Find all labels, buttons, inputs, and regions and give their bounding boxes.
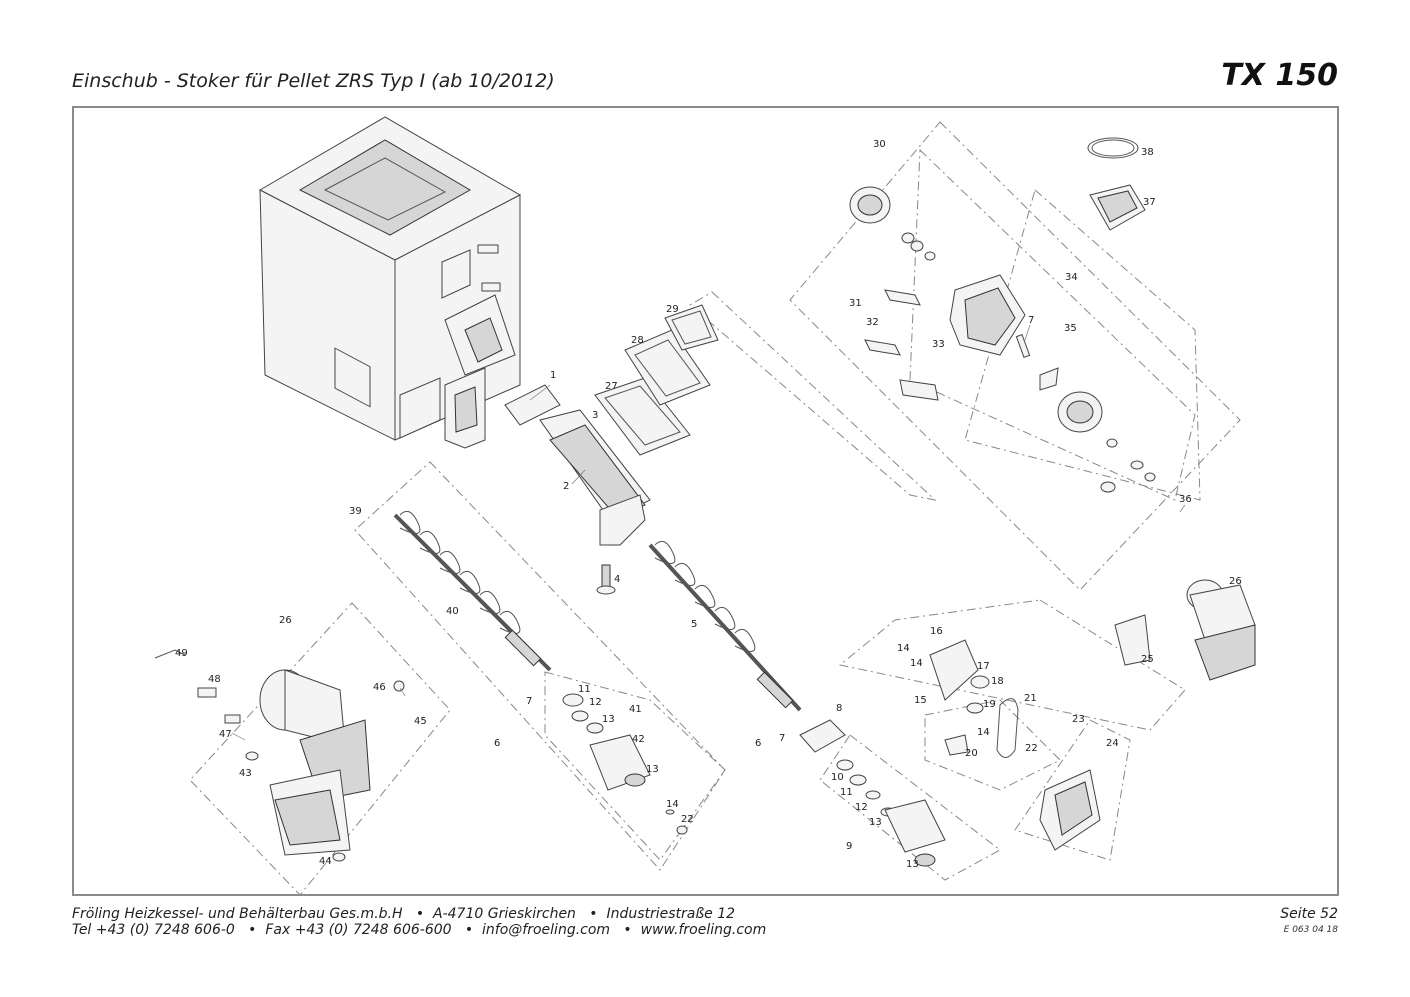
footer-contact: Tel +43 (0) 7248 606-0 • Fax +43 (0) 724… [72, 922, 767, 938]
callout-34: 34 [1065, 272, 1078, 283]
callout-22b: 22 [1025, 743, 1038, 754]
callout-21: 21 [1024, 693, 1037, 704]
leader-lines [231, 324, 1186, 741]
callout-49: 49 [175, 648, 188, 659]
callout-7b: 7 [779, 733, 785, 744]
callout-32: 32 [866, 317, 879, 328]
callout-20: 20 [965, 748, 978, 759]
callout-1: 1 [550, 370, 556, 381]
callout-6a: 6 [494, 738, 500, 749]
diagram-frame [72, 106, 1339, 896]
callout-labels: 1 2 3 4 5 6 6 7 7 7 8 9 10 11 11 12 12 1… [175, 139, 1242, 870]
callout-40: 40 [446, 606, 459, 617]
callout-41: 41 [629, 704, 642, 715]
model-name: TX 150 [1221, 58, 1338, 93]
callout-42: 42 [632, 734, 645, 745]
callout-4: 4 [614, 574, 620, 585]
chain-drive [929, 639, 1101, 851]
callout-14c: 14 [910, 658, 923, 669]
callout-29: 29 [666, 304, 679, 315]
callout-46: 46 [373, 682, 386, 693]
callout-26a: 26 [1229, 576, 1242, 587]
callout-43: 43 [239, 768, 252, 779]
right-auger [648, 540, 802, 712]
callout-30: 30 [873, 139, 886, 150]
bearing-parts [562, 693, 946, 867]
footer-company: Fröling Heizkessel- und Behälterbau Ges.… [72, 906, 736, 922]
callout-14d: 14 [977, 727, 990, 738]
callout-13c: 13 [869, 817, 882, 828]
document-code: E 063 04 18 [1283, 925, 1338, 935]
page-number: Seite 52 [1280, 906, 1338, 922]
callout-39: 39 [349, 506, 362, 517]
callout-6b: 6 [755, 738, 761, 749]
callout-13d: 13 [906, 859, 919, 870]
callout-35: 35 [1064, 323, 1077, 334]
callout-38: 38 [1141, 147, 1154, 158]
callout-14a: 14 [666, 799, 679, 810]
feed-channel-assembly [504, 304, 719, 595]
callout-13a: 13 [602, 714, 615, 725]
callout-13b: 13 [646, 764, 659, 775]
callout-18: 18 [991, 676, 1004, 687]
callout-26b: 26 [279, 615, 292, 626]
callout-11b: 11 [840, 787, 853, 798]
callout-7c: 7 [1028, 315, 1034, 326]
callout-25: 25 [1141, 654, 1154, 665]
callout-10: 10 [831, 772, 844, 783]
hopper-housing [258, 116, 522, 449]
callout-31: 31 [849, 298, 862, 309]
callout-11a: 11 [578, 684, 591, 695]
callout-16: 16 [930, 626, 943, 637]
callout-15: 15 [914, 695, 927, 706]
callout-12a: 12 [589, 697, 602, 708]
drive-motor-right [1114, 579, 1256, 681]
callout-44: 44 [319, 856, 332, 867]
rotary-valve-assembly [849, 137, 1156, 493]
callout-28: 28 [631, 335, 644, 346]
callout-2: 2 [563, 481, 569, 492]
callout-36: 36 [1179, 494, 1192, 505]
callout-23: 23 [1072, 714, 1085, 725]
callout-19: 19 [983, 699, 996, 710]
callout-22a: 22 [681, 814, 694, 825]
group-outlines [189, 121, 1241, 896]
callout-45: 45 [414, 716, 427, 727]
page-title: Einschub - Stoker für Pellet ZRS Typ I (… [72, 70, 555, 92]
callout-37: 37 [1143, 197, 1156, 208]
callout-47: 47 [219, 729, 232, 740]
callout-7a: 7 [526, 696, 532, 707]
callout-5: 5 [691, 619, 697, 630]
callout-48: 48 [208, 674, 221, 685]
callout-12b: 12 [855, 802, 868, 813]
callout-33: 33 [932, 339, 945, 350]
callout-14b: 14 [897, 643, 910, 654]
left-auger [393, 510, 552, 672]
callout-17: 17 [977, 661, 990, 672]
callout-9: 9 [846, 841, 852, 852]
callout-3: 3 [592, 410, 598, 421]
drive-motor-left [154, 649, 405, 862]
callout-27: 27 [605, 381, 618, 392]
callout-24: 24 [1106, 738, 1119, 749]
callout-8: 8 [836, 703, 842, 714]
